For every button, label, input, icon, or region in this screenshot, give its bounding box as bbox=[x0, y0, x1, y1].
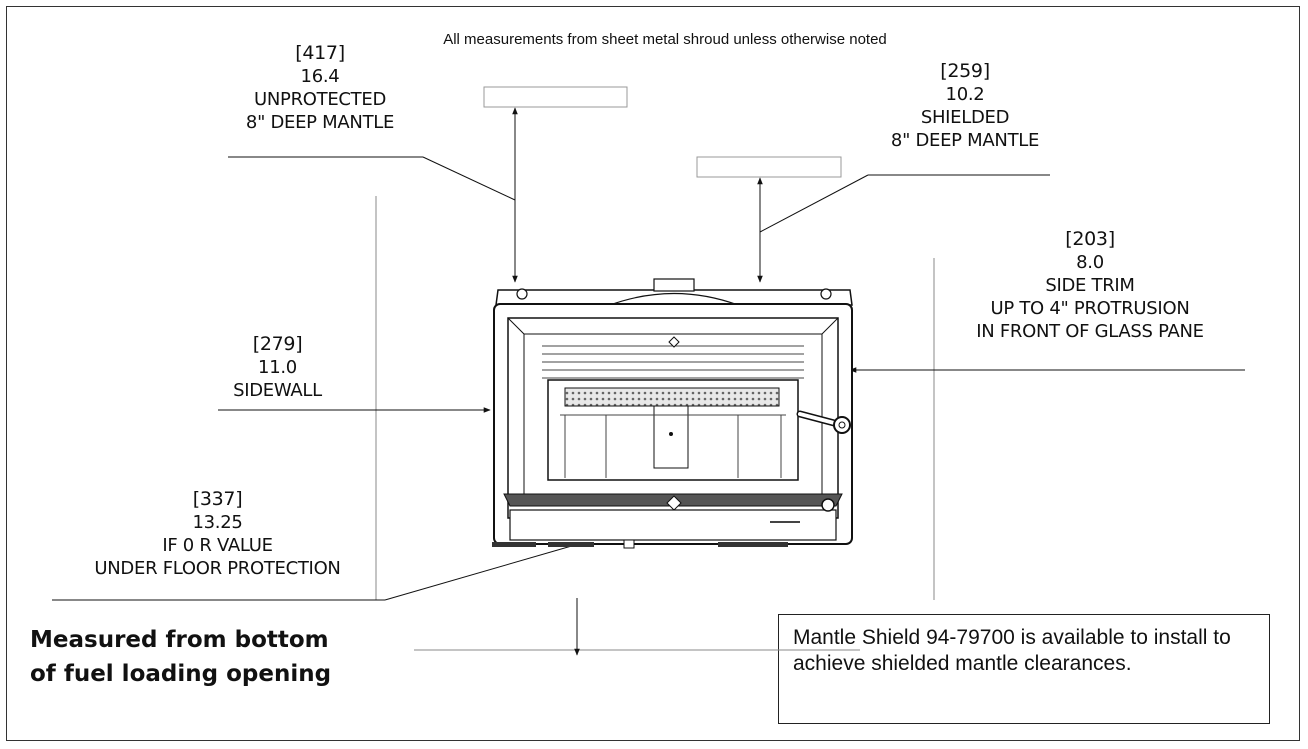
dim-floor-inches: 13.25 bbox=[192, 512, 243, 533]
measured-from-note: Measured from bottom of fuel loading ope… bbox=[30, 623, 331, 691]
drawing-frame bbox=[6, 6, 1300, 741]
shielded-mantle-marker bbox=[696, 156, 842, 178]
sidewall-dimension-lines bbox=[218, 196, 491, 600]
dim-side-trim-metric: [203] bbox=[1065, 228, 1115, 250]
unprotected-mantle-marker bbox=[483, 86, 628, 108]
dim-floor-sublabel: UNDER FLOOR PROTECTION bbox=[94, 558, 341, 579]
dim-unprotected-inches: 16.4 bbox=[300, 66, 340, 87]
dim-floor-protection: [337] 13.25 IF 0 R VALUE UNDER FLOOR PRO… bbox=[50, 488, 385, 580]
measured-line-1: Measured from bottom bbox=[30, 627, 329, 653]
dim-side-trim-sublabel-2: IN FRONT OF GLASS PANE bbox=[976, 321, 1204, 342]
dim-shielded-sublabel: 8" DEEP MANTLE bbox=[890, 130, 1040, 151]
dim-side-trim-inches: 8.0 bbox=[1076, 252, 1104, 273]
dim-sidewall-inches: 11.0 bbox=[258, 357, 297, 378]
dim-unprotected-sublabel: 8" DEEP MANTLE bbox=[245, 112, 395, 133]
measured-line-2: of fuel loading opening bbox=[30, 661, 332, 687]
dim-unprotected-label: UNPROTECTED bbox=[253, 89, 387, 110]
dim-shielded-inches: 10.2 bbox=[945, 84, 985, 105]
dim-side-trim-sublabel: UP TO 4" PROTRUSION bbox=[990, 298, 1190, 319]
dim-floor-label: IF 0 R VALUE bbox=[162, 535, 273, 556]
dim-side-trim: [203] 8.0 SIDE TRIM UP TO 4" PROTRUSION … bbox=[935, 228, 1245, 343]
side-trim-dimension-lines bbox=[849, 258, 1245, 600]
unprotected-dimension-lines bbox=[228, 107, 518, 283]
dim-unprotected-mantle: [417] 16.4 UNPROTECTED 8" DEEP MANTLE bbox=[215, 42, 425, 134]
dim-shielded-mantle: [259] 10.2 SHIELDED 8" DEEP MANTLE bbox=[860, 60, 1070, 152]
measurement-note: All measurements from sheet metal shroud… bbox=[443, 31, 887, 48]
mantle-shield-note: Mantle Shield 94-79700 is available to i… bbox=[778, 614, 1270, 724]
dim-shielded-label: SHIELDED bbox=[920, 107, 1010, 128]
dim-shielded-metric: [259] bbox=[940, 60, 990, 82]
dim-unprotected-metric: [417] bbox=[295, 42, 345, 64]
dim-floor-metric: [337] bbox=[192, 488, 243, 510]
dim-sidewall-label: SIDEWALL bbox=[233, 380, 322, 401]
dim-sidewall: [279] 11.0 SIDEWALL bbox=[210, 333, 345, 402]
shielded-dimension-lines bbox=[757, 174, 1050, 283]
dim-sidewall-metric: [279] bbox=[252, 333, 303, 355]
fireplace-insert bbox=[492, 278, 853, 549]
dim-side-trim-label: SIDE TRIM bbox=[1045, 275, 1135, 296]
